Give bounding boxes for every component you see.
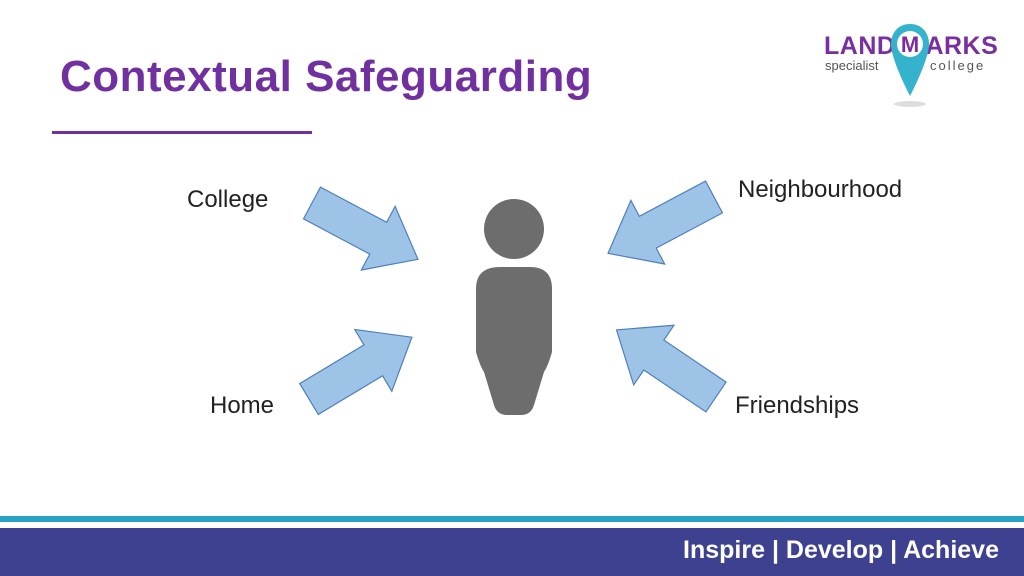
context-label-home: Home <box>210 392 275 419</box>
slide-title: Contextual Safeguarding <box>60 52 593 101</box>
context-label-friendships: Friendships <box>735 392 860 419</box>
logo-subtitle-right: college <box>930 58 986 73</box>
map-pin-icon: M <box>891 24 929 107</box>
logo-subtitle-left: specialist <box>825 58 879 73</box>
logo-pin-letter: M <box>901 32 919 57</box>
arrow-from-neighbourhood <box>590 164 732 286</box>
arrow-from-home <box>289 305 432 431</box>
context-label-neighbourhood: Neighbourhood <box>738 176 903 203</box>
footer-bar: Inspire | Develop | Achieve <box>0 528 1024 576</box>
arrow-from-friendships <box>595 299 737 428</box>
title-underline <box>52 131 312 134</box>
person-icon <box>476 199 552 415</box>
context-label-college: College <box>187 186 269 213</box>
footer-accent-line <box>0 516 1024 522</box>
arrow-from-college <box>294 170 436 292</box>
footer-tagline: Inspire | Develop | Achieve <box>683 536 999 564</box>
